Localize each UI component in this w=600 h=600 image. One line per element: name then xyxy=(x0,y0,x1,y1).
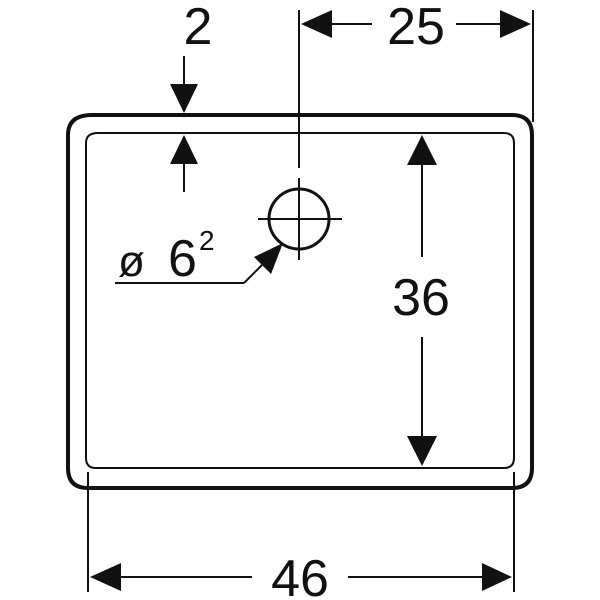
inner-depth-label: 36 xyxy=(392,269,450,327)
hole-diameter-callout: ø 6 2 xyxy=(115,225,283,288)
basin-inner-outline xyxy=(85,132,515,469)
tap-hole xyxy=(258,178,342,260)
overall-width-label: 46 xyxy=(271,550,329,600)
top-offset-dimension: 2 xyxy=(170,0,212,192)
hole-diameter-value: 6 xyxy=(168,230,197,288)
hole-diameter-superscript: 2 xyxy=(199,225,215,256)
overall-width-dimension: 46 xyxy=(87,472,515,600)
basin-outer-outline xyxy=(66,113,534,490)
inner-depth-dimension: 36 xyxy=(392,135,450,466)
width-to-hole-label: 25 xyxy=(387,0,445,56)
top-offset-label: 2 xyxy=(184,0,213,56)
width-to-hole-dimension: 25 xyxy=(298,0,534,168)
hole-diameter-symbol: ø xyxy=(118,237,145,286)
